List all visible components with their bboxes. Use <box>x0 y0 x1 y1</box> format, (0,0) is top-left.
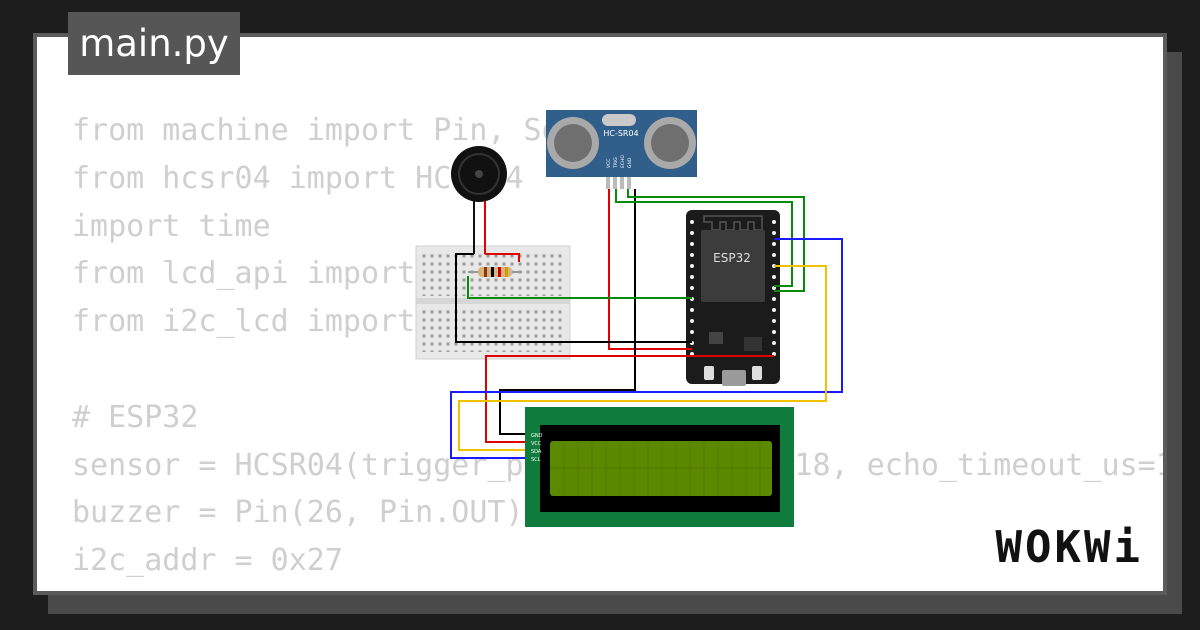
wokwi-logo: WOKWi <box>995 522 1143 573</box>
wire-echo <box>627 189 805 292</box>
code-line: import time <box>72 208 271 244</box>
wire-scl <box>450 238 843 459</box>
circuit-diagram: HC-SR04 VCC TRIG ECHO GND ESP32 <box>415 110 843 527</box>
sensor-pin-label: ECHO <box>620 155 626 168</box>
wire-buzzer-red <box>485 253 520 262</box>
sensor-pin-label: TRIG <box>613 157 619 169</box>
wire-buzzer-signal <box>467 276 692 299</box>
lcd-pin-label: SDA <box>531 449 542 455</box>
lcd-pin-label: SCL <box>531 457 541 463</box>
breadboard <box>415 245 571 360</box>
lcd-pin-label: GND <box>531 433 543 439</box>
code-line: buzzer = Pin(26, Pin.OUT) <box>72 495 524 531</box>
code-line: i2c_addr = 0x27 <box>72 543 343 579</box>
buzzer <box>451 146 507 254</box>
wires <box>450 189 843 459</box>
wire-vcc <box>608 189 692 350</box>
wire-gnd-breadboard <box>455 253 692 343</box>
wire-vcc-lcd <box>485 355 774 443</box>
file-tab[interactable]: main.py <box>68 12 240 75</box>
wire-trig <box>615 189 793 287</box>
sensor-pin-label: VCC <box>606 159 612 168</box>
ultrasonic-sensor: HC-SR04 VCC TRIG ECHO GND <box>546 110 697 189</box>
esp32-board: ESP32 <box>686 210 780 386</box>
resistor <box>468 267 522 277</box>
sensor-label: HC-SR04 <box>603 129 638 138</box>
code-line: # ESP32 <box>72 399 199 435</box>
wire-sda <box>458 265 827 451</box>
sensor-pin-label: GND <box>627 157 633 168</box>
lcd-pin-label: VCC <box>531 441 542 447</box>
code-line: totalRows = 2 <box>72 585 1163 592</box>
lcd-display: GND VCC SDA SCL <box>525 407 794 527</box>
board-label: ESP32 <box>713 251 751 265</box>
wire-gnd-lcd <box>499 189 636 435</box>
